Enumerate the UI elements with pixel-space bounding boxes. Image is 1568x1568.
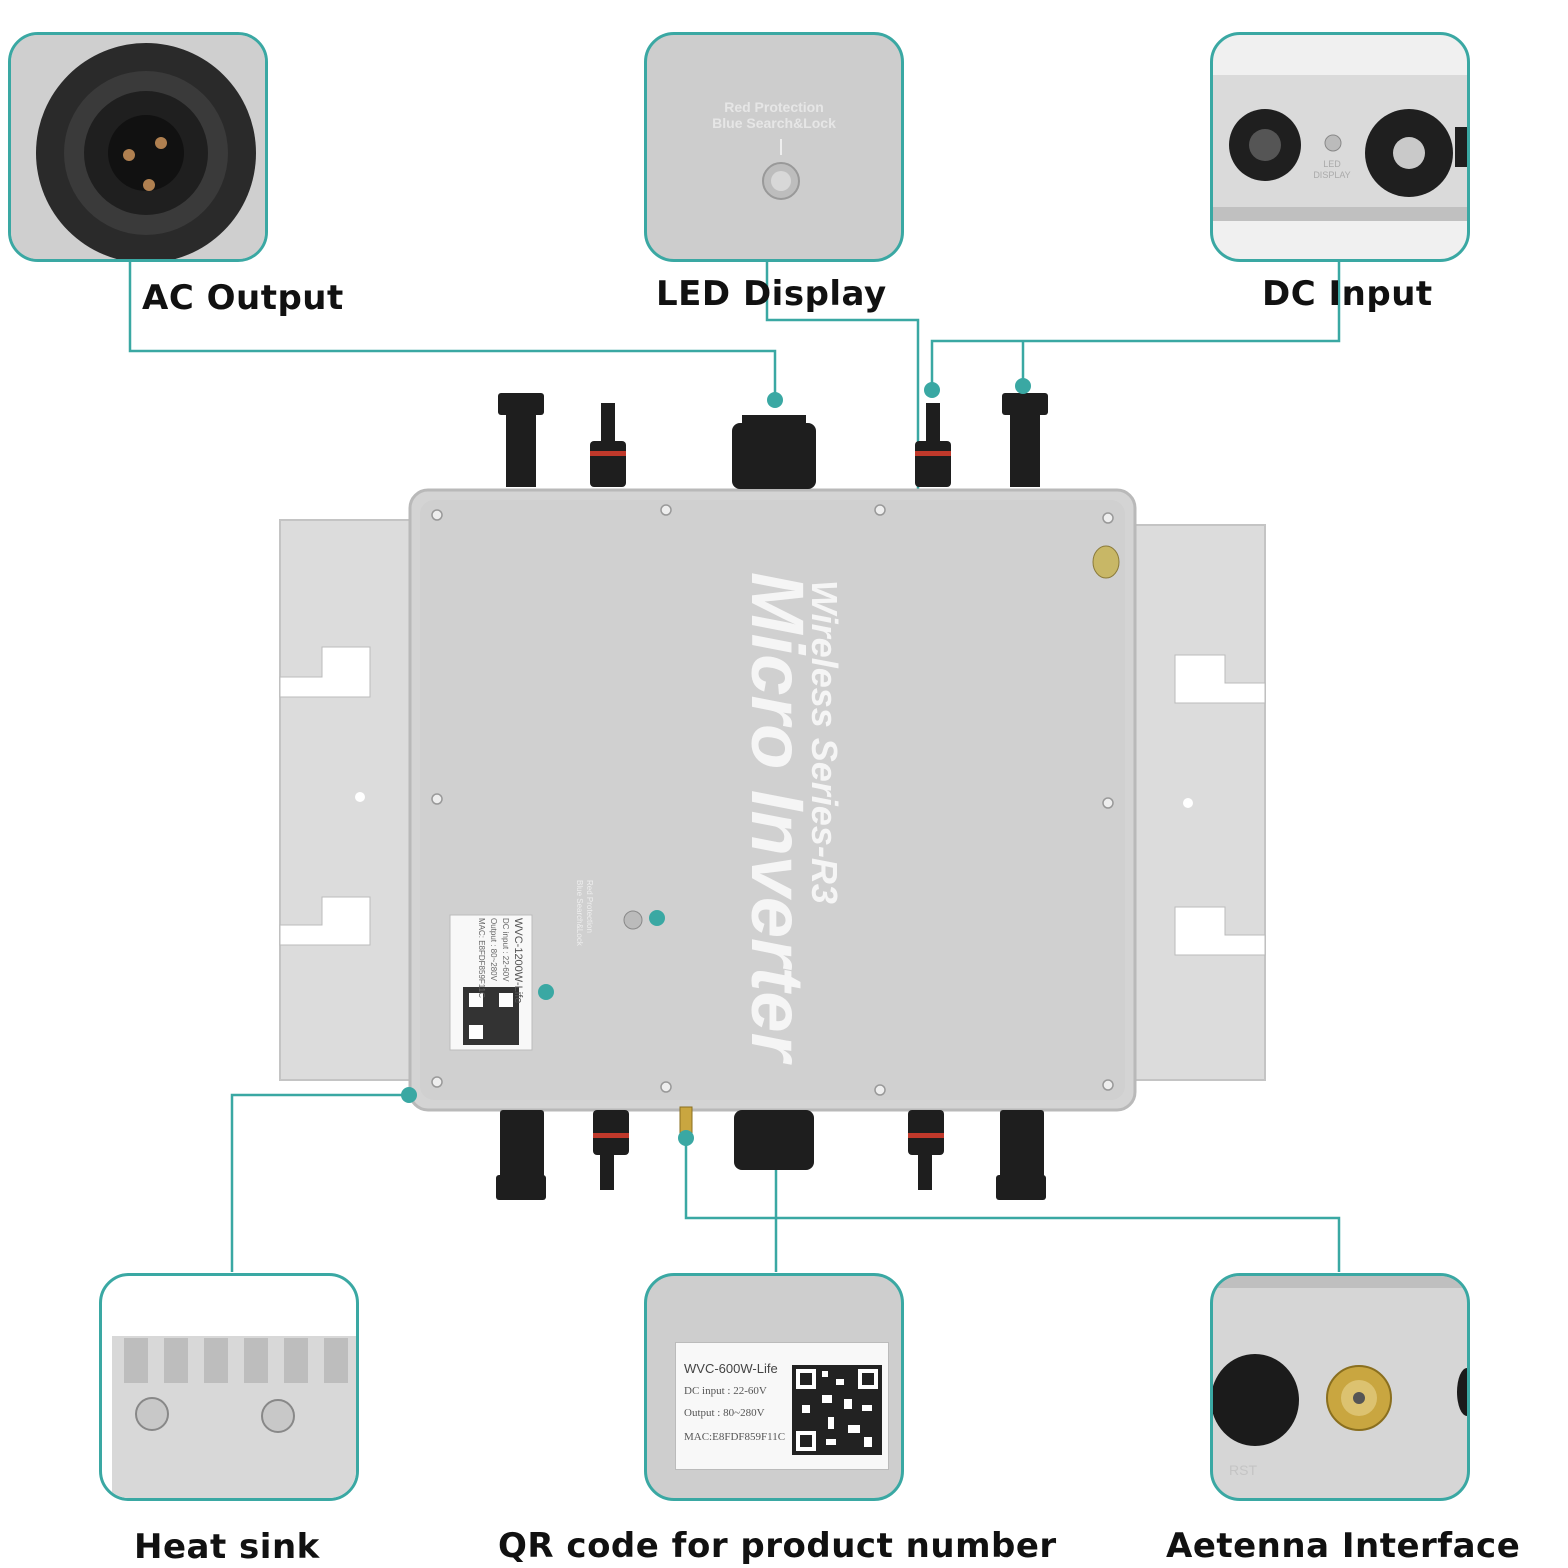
dc-input-callout: LED DISPLAY xyxy=(1210,32,1470,262)
device-name-text: Micro Inverter xyxy=(736,572,819,1062)
left-mounting-flange xyxy=(279,519,416,1081)
rst-text: RST xyxy=(1229,1462,1257,1478)
device-panel-text-2: Blue Search&Lock xyxy=(575,880,584,946)
led-panel-line-2: Blue Search&Lock xyxy=(712,115,836,131)
sticker-mac: MAC:E8FDF859F11C xyxy=(684,1431,786,1443)
dc-input-label: DC Input xyxy=(1262,274,1433,314)
sticker-model: WVC-600W-Life xyxy=(684,1361,778,1376)
reset-button-icon xyxy=(1213,1354,1299,1446)
led-panel-line-1: Red Protection xyxy=(724,99,824,115)
qr-code-callout: WVC-600W-Life DC input : 22-60V Output :… xyxy=(644,1273,904,1501)
right-mounting-flange xyxy=(1131,524,1266,1081)
qr-code-label: QR code for product number xyxy=(498,1526,1057,1566)
sticker-dc-input: DC input : 22-60V xyxy=(684,1385,767,1397)
qr-code-icon xyxy=(792,1365,882,1455)
antenna-label: Aetenna Interface xyxy=(1166,1526,1521,1566)
device-sticker-line-3: MAC: E8FDF859F11C xyxy=(477,918,486,998)
heatsink-screw-icon xyxy=(261,1399,295,1433)
ac-output-label: AC Output xyxy=(142,278,344,318)
ac-output-callout xyxy=(8,32,268,262)
device-sticker-model: WVC-1200W-Life xyxy=(512,918,524,1004)
led-display-callout: Red Protection Blue Search&Lock xyxy=(644,32,904,262)
heat-sink-label: Heat sink xyxy=(134,1527,320,1567)
micro-inverter-device xyxy=(279,393,1266,1200)
led-display-label: LED Display xyxy=(656,274,887,314)
sticker-output: Output : 80~280V xyxy=(684,1407,765,1419)
heatsink-screw-icon xyxy=(135,1397,169,1431)
antenna-callout: RST xyxy=(1210,1273,1470,1501)
device-sticker-line-2: Output : 80~280V xyxy=(489,918,498,981)
device-sticker-line-1: DC input : 22-60V xyxy=(501,918,510,982)
device-panel-text-1: Red Protection xyxy=(585,880,594,933)
dc-led-text: LED DISPLAY xyxy=(1313,159,1351,180)
qr-sticker: WVC-600W-Life DC input : 22-60V Output :… xyxy=(675,1342,889,1470)
heat-sink-callout xyxy=(99,1273,359,1501)
